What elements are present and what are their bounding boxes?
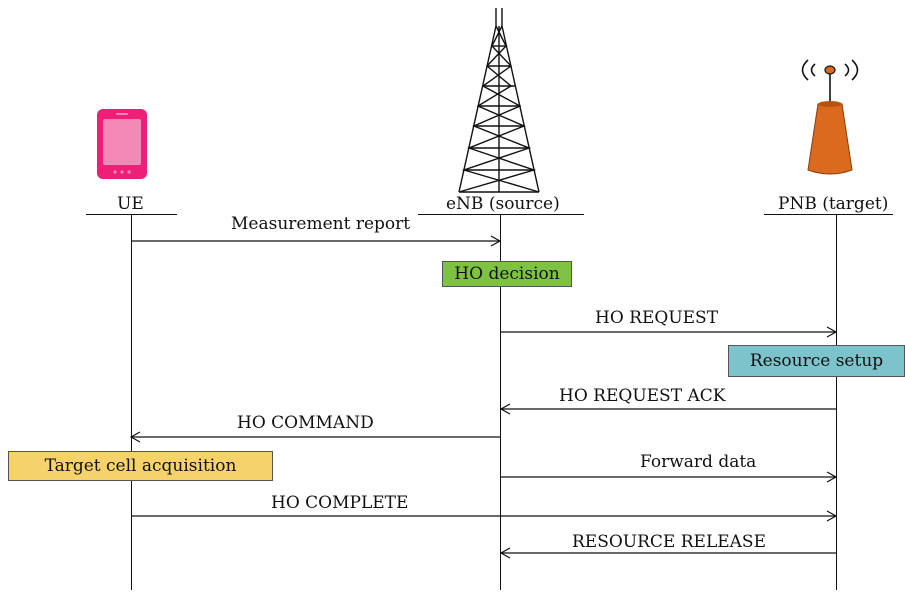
lifeline-pnb	[836, 214, 837, 590]
lifeline-enb	[500, 214, 501, 590]
cell-tower-icon	[458, 8, 540, 193]
msg-ho-request: HO REQUEST	[595, 308, 719, 328]
msg-ho-complete: HO COMPLETE	[271, 493, 409, 513]
entity-pnb-underline	[764, 214, 893, 215]
message-arrows	[129, 235, 838, 559]
msg-forward-data: Forward data	[640, 452, 757, 472]
entity-pnb-label: PNB (target)	[778, 194, 889, 214]
box-target-cell-acquisition: Target cell acquisition	[8, 451, 273, 481]
box-ho-decision: HO decision	[442, 261, 572, 287]
msg-measurement-report: Measurement report	[231, 214, 411, 234]
small-cell-icon	[801, 59, 859, 175]
msg-resource-release: RESOURCE RELEASE	[572, 532, 766, 552]
msg-ho-command: HO COMMAND	[237, 413, 374, 433]
arrowhead	[499, 547, 511, 559]
lifeline-ue	[131, 214, 132, 590]
entity-enb-label: eNB (source)	[446, 194, 560, 214]
arrowhead	[499, 403, 511, 415]
msg-ho-request-ack: HO REQUEST ACK	[559, 386, 726, 406]
box-resource-setup: Resource setup	[728, 345, 905, 377]
phone-icon	[97, 109, 147, 179]
entity-enb-underline	[418, 214, 584, 215]
entity-ue-label: UE	[117, 194, 144, 214]
